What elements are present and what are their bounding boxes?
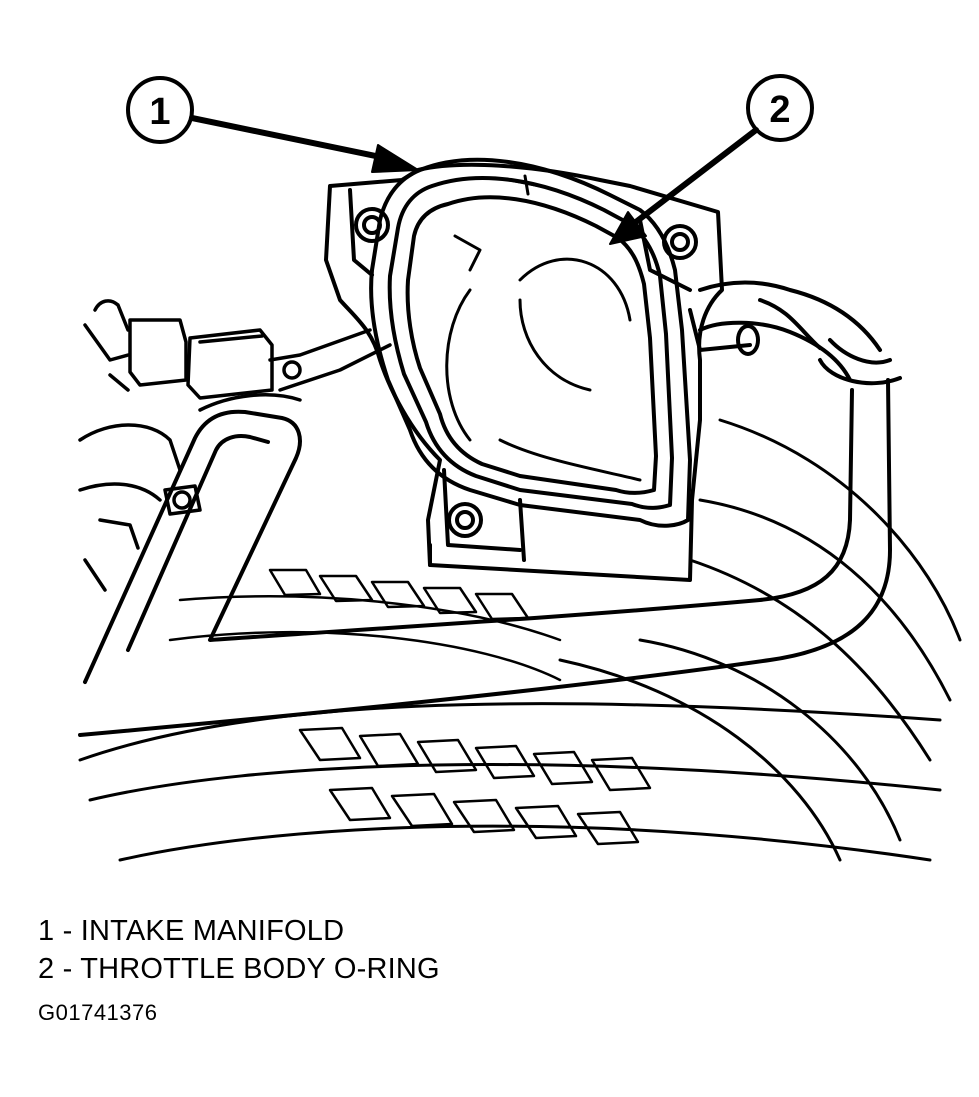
throttle-body-o-ring [369,157,692,528]
legend-item-2-number: 2 [38,953,55,985]
callout-1-leader [189,115,398,163]
engine-illustration: 1 2 [78,74,962,862]
callout-1-circle [126,76,194,144]
hose-right [688,280,892,382]
legend-separator: - [54,953,81,985]
callout-2: 2 [609,74,814,245]
legend-item-2-label: THROTTLE BODY O-RING [80,953,440,985]
legend-item-1-number: 1 [38,915,55,947]
callout-1-arrowhead [371,144,419,173]
legend-separator: - [54,915,81,947]
callout-2-circle [746,74,814,142]
coolant-tube [78,298,902,737]
legend-item-1-label: INTAKE MANIFOLD [80,915,345,947]
legend: 1 - INTAKE MANIFOLD 2 - THROTTLE BODY O-… [38,912,440,988]
callout-2-arrowhead [609,211,647,245]
lower-fitting [78,393,302,592]
callout-2-number: 2 [769,89,790,131]
manifold-ribs-upper [168,568,562,682]
connector-assembly [83,299,392,400]
callout-2-leader [625,127,759,231]
callout-1: 1 [126,76,419,173]
throttle-bore [445,174,642,482]
legend-item-1: 1 - INTAKE MANIFOLD [38,912,440,950]
manifold-ribs-lower [298,726,652,846]
callout-1-number: 1 [149,91,170,133]
legend-item-2: 2 - THROTTLE BODY O-RING [38,950,440,988]
figure-id: G01741376 [38,1000,158,1025]
